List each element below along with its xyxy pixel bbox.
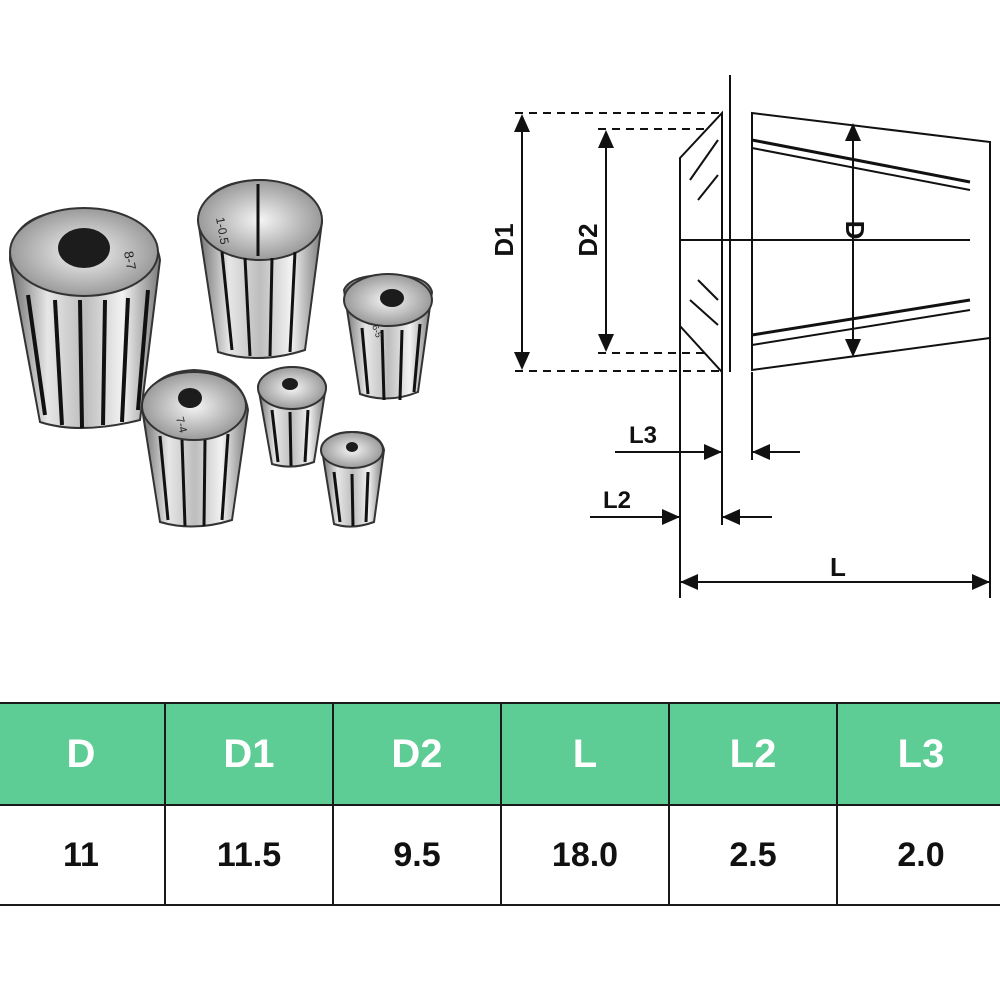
value-d1: 11.5 bbox=[164, 804, 334, 906]
dim-label-d2: D2 bbox=[573, 223, 603, 256]
value-l2: 2.5 bbox=[668, 804, 838, 906]
header-d1: D1 bbox=[164, 702, 334, 806]
collet-small-center bbox=[256, 365, 328, 468]
collet-smallest bbox=[320, 430, 386, 528]
collet-set-photo: 8-7 1-0.5 6-5 7-4 bbox=[8, 178, 434, 528]
dim-label-l: L bbox=[830, 552, 846, 582]
collet-medium-back: 1-0.5 bbox=[196, 178, 324, 359]
header-d2: D2 bbox=[332, 702, 502, 806]
dim-label-d1: D1 bbox=[489, 223, 519, 256]
dim-label-l2: L2 bbox=[603, 487, 631, 514]
collet-marking: 6-5 bbox=[370, 323, 384, 339]
header-d: D bbox=[0, 702, 166, 806]
header-l: L bbox=[500, 702, 670, 806]
spec-header-row: D D1 D2 L L2 L3 bbox=[0, 702, 1000, 806]
dim-label-d: D bbox=[840, 221, 870, 240]
collet-medium-front: 7-4 bbox=[140, 368, 250, 528]
collet-body bbox=[751, 111, 991, 372]
value-l: 18.0 bbox=[500, 804, 670, 906]
header-l2: L2 bbox=[668, 702, 838, 806]
collet-front-taper bbox=[679, 110, 723, 375]
collet-small-right: 6-5 bbox=[342, 273, 434, 401]
collet-marking: 8-7 bbox=[121, 250, 139, 271]
collet-large: 8-7 bbox=[8, 207, 162, 430]
value-d: 11 bbox=[0, 804, 166, 906]
value-d2: 9.5 bbox=[332, 804, 502, 906]
value-l3: 2.0 bbox=[836, 804, 1000, 906]
collet-dimension-drawing: D1 D2 D L3 L2 L bbox=[489, 75, 991, 598]
dim-label-l3: L3 bbox=[629, 422, 657, 449]
collet-marking: 1-0.5 bbox=[213, 216, 232, 246]
dimension-spec-table: D D1 D2 L L2 L3 11 11.5 9.5 18.0 2.5 2.0 bbox=[0, 702, 1000, 906]
collet-marking: 7-4 bbox=[173, 416, 189, 434]
spec-value-row: 11 11.5 9.5 18.0 2.5 2.0 bbox=[0, 804, 1000, 906]
header-l3: L3 bbox=[836, 702, 1000, 806]
